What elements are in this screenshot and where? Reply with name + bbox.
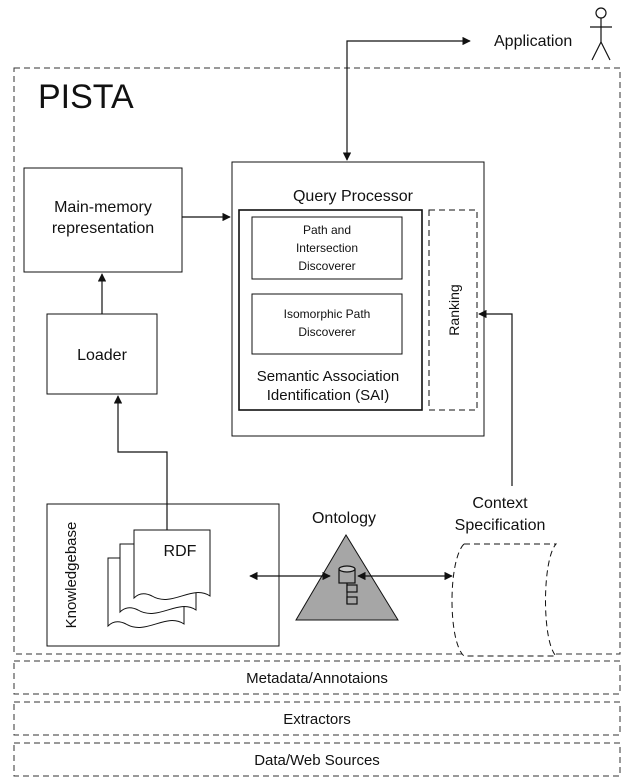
sai-line1: Semantic Association [257, 368, 400, 385]
path-discoverer-line2: Intersection [296, 241, 358, 255]
path-discoverer-line3: Discoverer [298, 259, 355, 273]
application-connector [342, 36, 471, 161]
ranking-label: Ranking [446, 284, 462, 335]
context-specification-shape [451, 543, 558, 657]
rdf-label: RDF [164, 543, 197, 560]
loader-label: Loader [77, 347, 127, 364]
rdf-document-stack-icon [107, 529, 211, 628]
metadata-layer [13, 660, 621, 695]
isomorphic-discoverer-line1: Isomorphic Path [284, 307, 371, 321]
sai-line2: Identification (SAI) [267, 387, 390, 404]
main-memory-box [23, 167, 183, 273]
knowledgebase-label: Knowledgebase [63, 522, 80, 629]
ontology-label: Ontology [312, 510, 376, 527]
rdf-to-loader-arrow [113, 395, 168, 530]
sources-layer [13, 742, 621, 777]
context-line2: Specification [455, 517, 546, 534]
context-to-ranking-arrow [478, 309, 513, 486]
main-memory-line2: representation [52, 220, 154, 237]
sources-label: Data/Web Sources [254, 752, 380, 769]
metadata-label: Metadata/Annotaions [246, 670, 388, 687]
pista-title: PISTA [38, 78, 134, 116]
path-discoverer-box [251, 216, 403, 280]
extractors-layer [13, 701, 621, 736]
ranking-box [428, 209, 478, 411]
query-processor-label: Query Processor [293, 188, 414, 205]
stick-figure-icon [590, 7, 612, 61]
application-label-text: Application [494, 33, 572, 50]
pista-container [13, 67, 621, 655]
isomorphic-discoverer-box [251, 293, 403, 355]
extractors-label: Extractors [283, 711, 351, 728]
loader-box [46, 313, 158, 395]
isomorphic-discoverer-line2: Discoverer [298, 325, 355, 339]
database-icon [338, 565, 358, 605]
context-line1: Context [472, 495, 528, 512]
main-memory-line1: Main-memory [54, 199, 152, 216]
path-discoverer-line1: Path and [303, 223, 351, 237]
